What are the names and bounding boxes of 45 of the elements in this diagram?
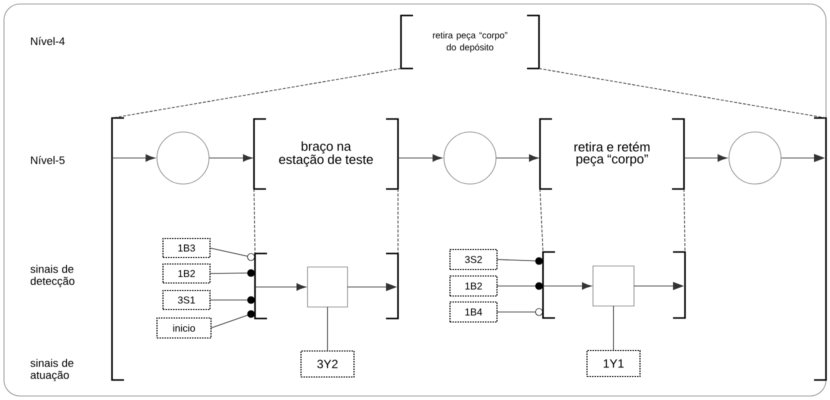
arrow [209, 154, 253, 162]
signal-box: 1B4 [449, 301, 498, 323]
level-label: sinais de detecção [30, 264, 74, 288]
transition-box [592, 266, 634, 306]
dashed-line [684, 188, 686, 252]
level-label: Nível-5 [31, 156, 65, 164]
level-label: Nível-4 [31, 36, 65, 46]
dashed-line [254, 188, 256, 254]
level-label: sinais de atuação [30, 358, 74, 382]
dashed-line [538, 68, 826, 118]
signal-line [210, 248, 255, 261]
arrow [254, 283, 306, 291]
dashed-line [112, 68, 402, 118]
bracket [254, 252, 399, 320]
signal-box: 1Y1 [586, 350, 641, 378]
signal-box: 1B3 [162, 238, 211, 258]
arrow [542, 282, 592, 290]
signal-box: 1B2 [162, 263, 211, 284]
signal-line [210, 296, 255, 304]
arrow [112, 154, 156, 162]
connector-line [327, 306, 328, 352]
place-circle [156, 132, 210, 184]
signal-box: 3Y2 [300, 350, 355, 378]
bracket-box: retira peça “corpo” do depósito [400, 14, 540, 70]
signal-box: inicio [156, 317, 212, 339]
transition-box [307, 266, 348, 308]
place-circle [444, 132, 496, 184]
signal-line [210, 310, 255, 328]
signal-line [496, 257, 543, 265]
place-circle [728, 132, 782, 184]
dashed-line [540, 188, 544, 252]
signal-box: 1B2 [449, 275, 498, 297]
signal-box: 3S1 [162, 290, 211, 310]
signal-line [210, 269, 255, 277]
bracket [542, 251, 686, 319]
bracket-box: retira e retém peça “corpo” [539, 118, 685, 190]
bracket-box: braço na estação de teste [253, 118, 399, 190]
signal-line [496, 308, 543, 316]
arrow [684, 154, 728, 162]
signal-line [496, 282, 543, 290]
arrow [398, 154, 442, 162]
signal-box: 3S2 [449, 248, 498, 270]
connector-line [613, 306, 614, 351]
arrow [496, 154, 539, 162]
bracket [111, 117, 827, 381]
